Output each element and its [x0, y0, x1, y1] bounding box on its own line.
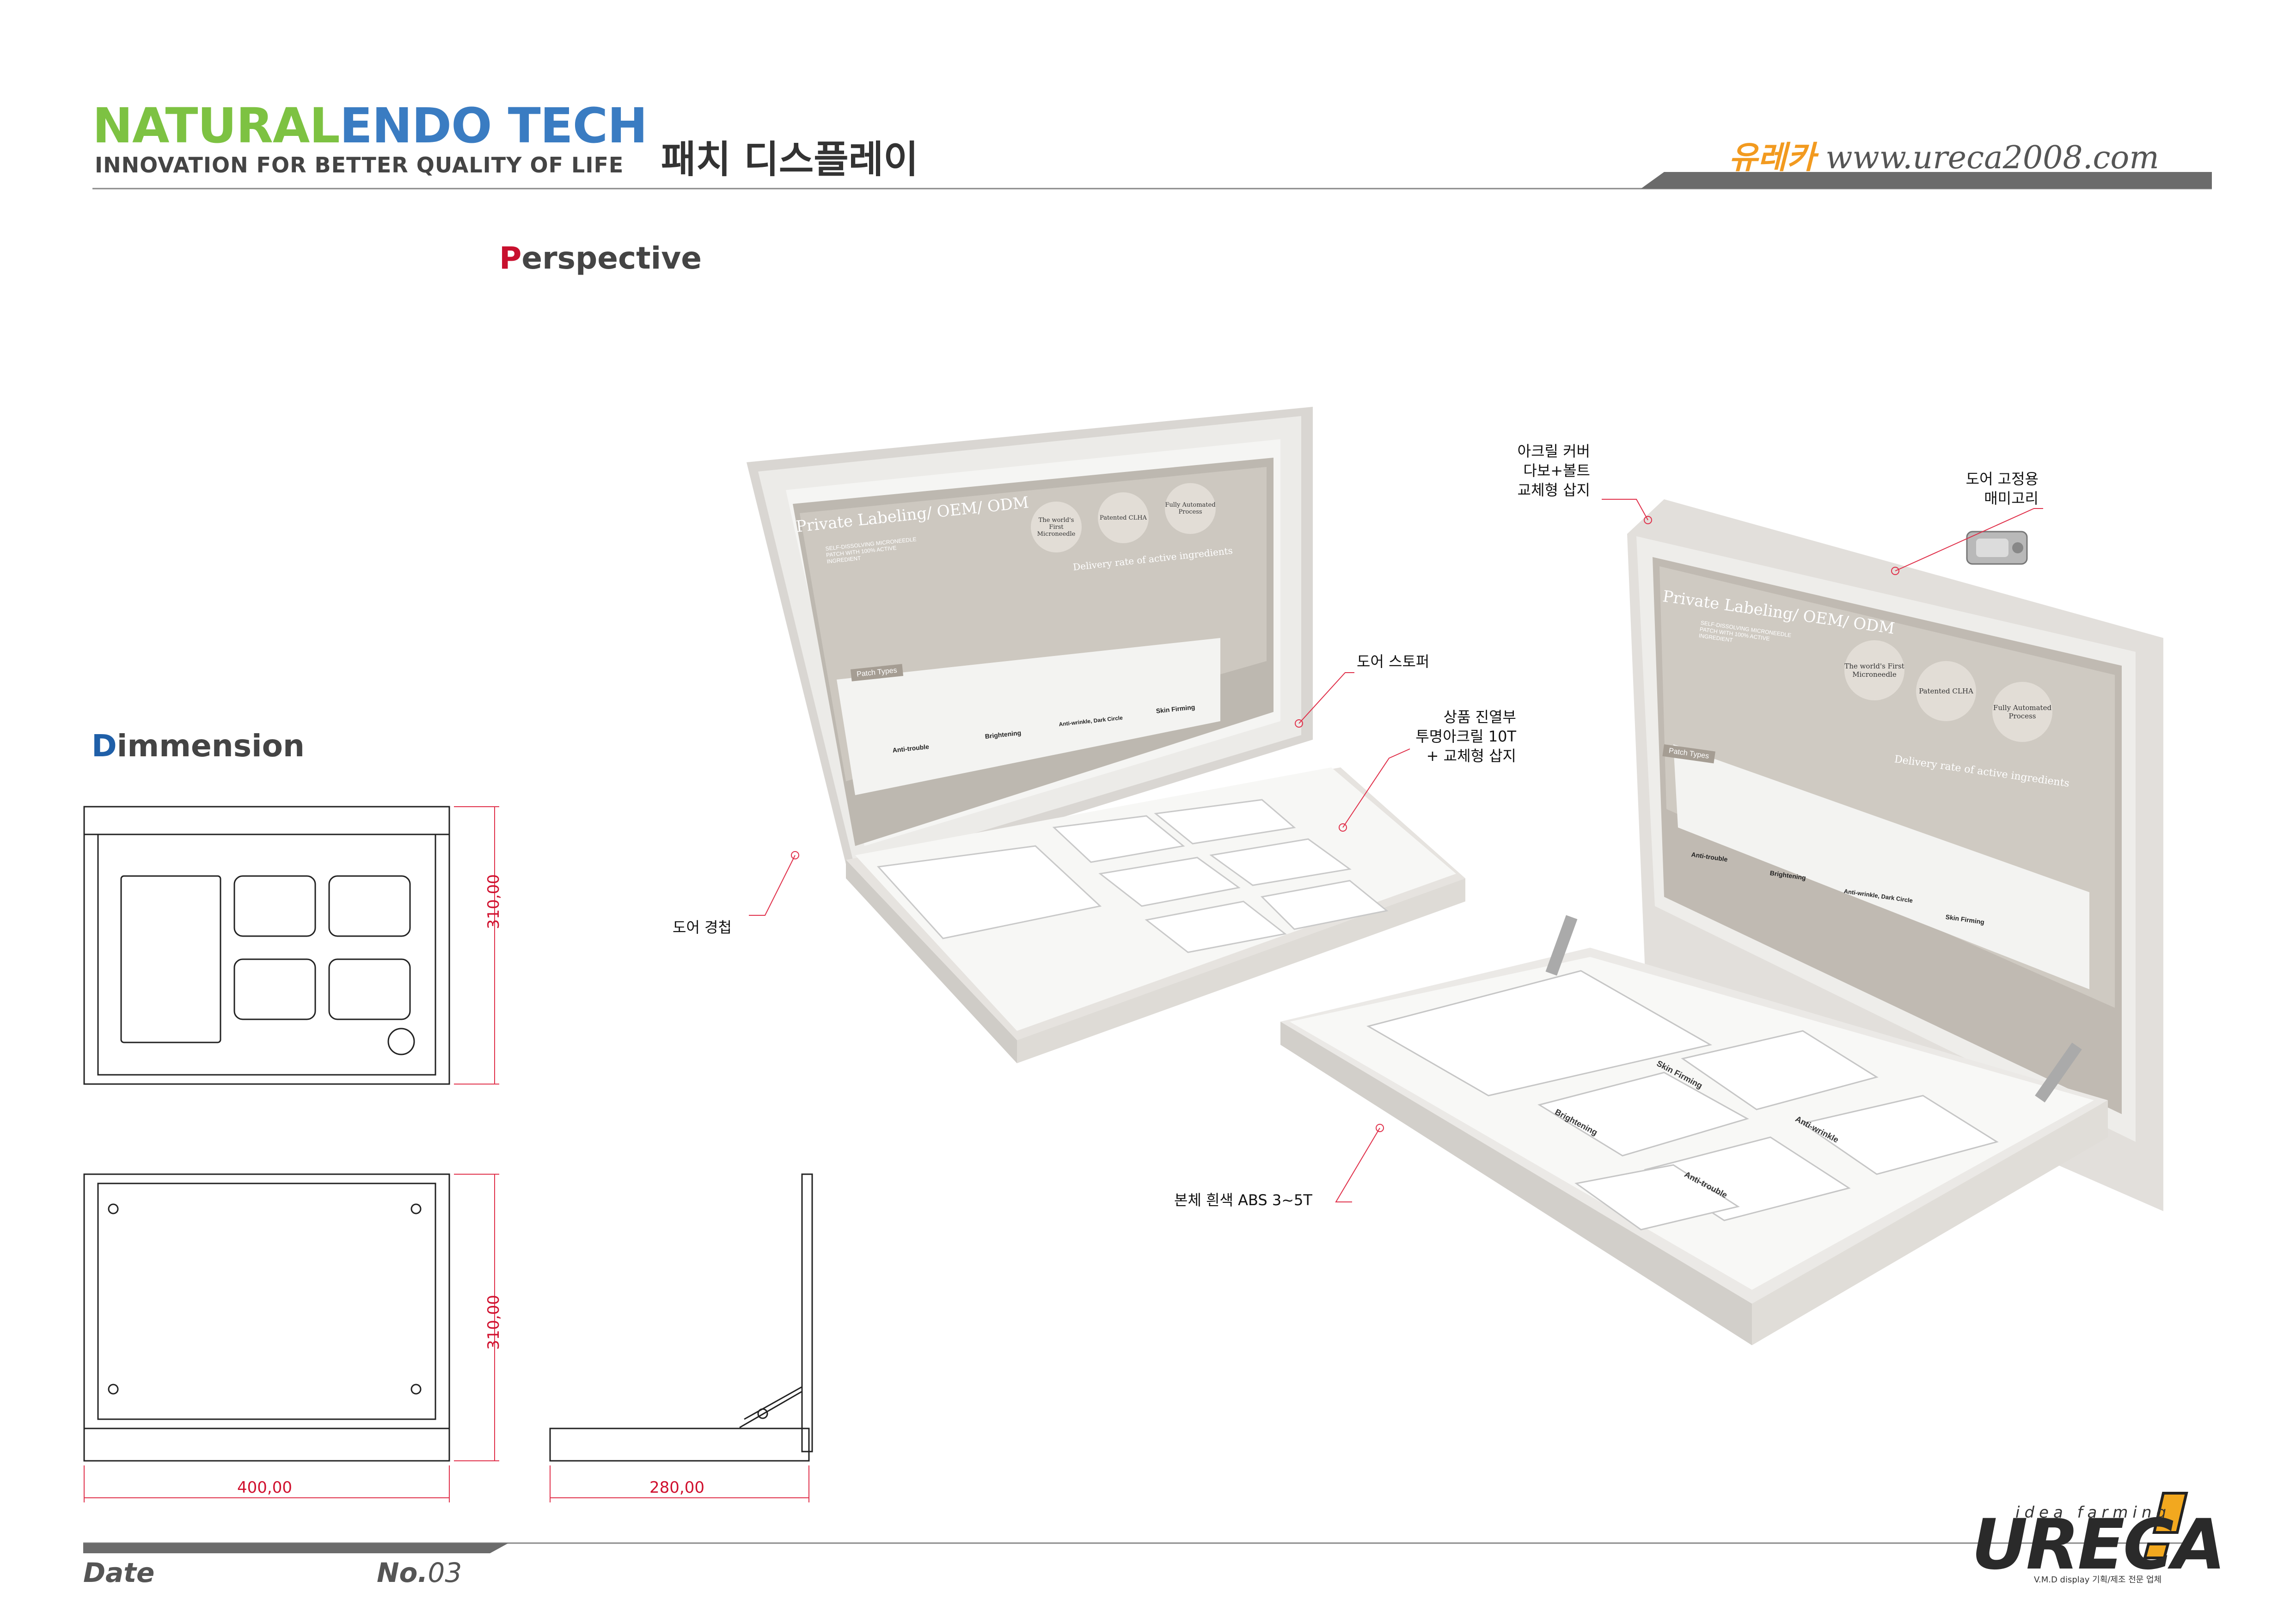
document-title: 패치 디스플레이: [661, 138, 918, 182]
company-name-url: 유레카 www.ureca2008.com: [1729, 132, 2159, 178]
perspective-render-right: [1280, 499, 2163, 1345]
perspective-render-left: [747, 407, 1465, 1063]
callout-door-latch-line-1: 도어 고정용: [1965, 470, 2039, 488]
dim-width: 400,00: [237, 1478, 292, 1497]
dimension-heading-rest: immension: [116, 728, 305, 764]
brand-title-endo: ENDO TECH: [339, 98, 648, 154]
callout-door-hinge: 도어 경첩: [673, 919, 732, 936]
company-url: www.ureca2008.com: [1825, 140, 2159, 176]
panel-badge-right-3: Fully Automated Process: [1992, 682, 2052, 742]
callout-product-display-line-2: 투명아크릴 10T: [1415, 728, 1516, 745]
callout-door-latch: 도어 고정용 매미고리: [1955, 469, 2039, 508]
footer-number-value: 03: [428, 1557, 462, 1588]
brand-title-natural: NATURAL: [92, 98, 340, 154]
panel-badge-left-1: The world's First Microneedle: [1031, 502, 1082, 552]
logo-subtitle: V.M.D display 기획/제조 전문 업체: [2034, 1575, 2162, 1585]
perspective-heading-rest: erspective: [521, 240, 702, 276]
brand-tagline: INNOVATION FOR BETTER QUALITY OF LIFE: [95, 153, 624, 178]
back-view-drawing: [83, 1173, 450, 1462]
logo-tagline: idea farming: [2015, 1503, 2171, 1522]
perspective-heading: Perspective: [499, 240, 702, 276]
panel-badge-left-2: Patented CLHA: [1098, 492, 1149, 543]
side-view-drawing: [549, 1173, 813, 1462]
perspective-heading-initial: P: [499, 240, 522, 276]
dimension-heading: Dimmension: [92, 728, 305, 764]
footer-date-label: Date: [83, 1557, 155, 1588]
company-name: 유레카: [1729, 139, 1816, 176]
dimension-heading-initial: D: [92, 728, 117, 764]
panel-badge-left-3: Fully Automated Process: [1165, 483, 1216, 534]
logo-wordmark: URECA: [1971, 1505, 2226, 1585]
dim-back-height: 310,00: [484, 1295, 503, 1350]
callout-product-display-line-1: 상품 진열부: [1443, 708, 1516, 726]
callout-acrylic-cover-line-2: 다보+볼트: [1523, 462, 1590, 479]
callout-door-stopper: 도어 스토퍼: [1357, 653, 1430, 670]
callout-acrylic-cover: 아크릴 커버 다보+볼트 교체형 삽지: [1507, 441, 1590, 500]
ureca-logo-exclamation: [2143, 1492, 2188, 1559]
footer-bar: [83, 1543, 508, 1553]
panel-badge-right-1: The world's First Microneedle: [1844, 640, 1904, 700]
dim-depth: 280,00: [649, 1478, 704, 1497]
callout-acrylic-cover-line-1: 아크릴 커버: [1517, 442, 1590, 460]
front-view-drawing: [83, 806, 450, 1085]
callout-door-latch-line-2: 매미고리: [1984, 490, 2039, 507]
callout-product-display: 상품 진열부 투명아크릴 10T + 교체형 삽지: [1368, 707, 1516, 766]
callout-acrylic-cover-line-3: 교체형 삽지: [1517, 481, 1590, 499]
dim-front-height: 310,00: [484, 874, 503, 929]
callout-dots: [791, 516, 1899, 1132]
footer-number: No.03: [377, 1557, 462, 1588]
header-bar: [1641, 172, 2212, 189]
callout-product-display-line-3: + 교체형 삽지: [1426, 747, 1516, 765]
brand-title: NATURALENDO TECH: [92, 102, 648, 150]
footer-number-label: No.: [377, 1557, 428, 1588]
callout-body: 본체 흰색 ABS 3~5T: [1174, 1191, 1312, 1209]
dimension-lines: [84, 806, 809, 1502]
callout-leaders: [749, 499, 2043, 1202]
panel-badge-right-2: Patented CLHA: [1916, 661, 1976, 721]
latch-image: [1966, 531, 2028, 565]
